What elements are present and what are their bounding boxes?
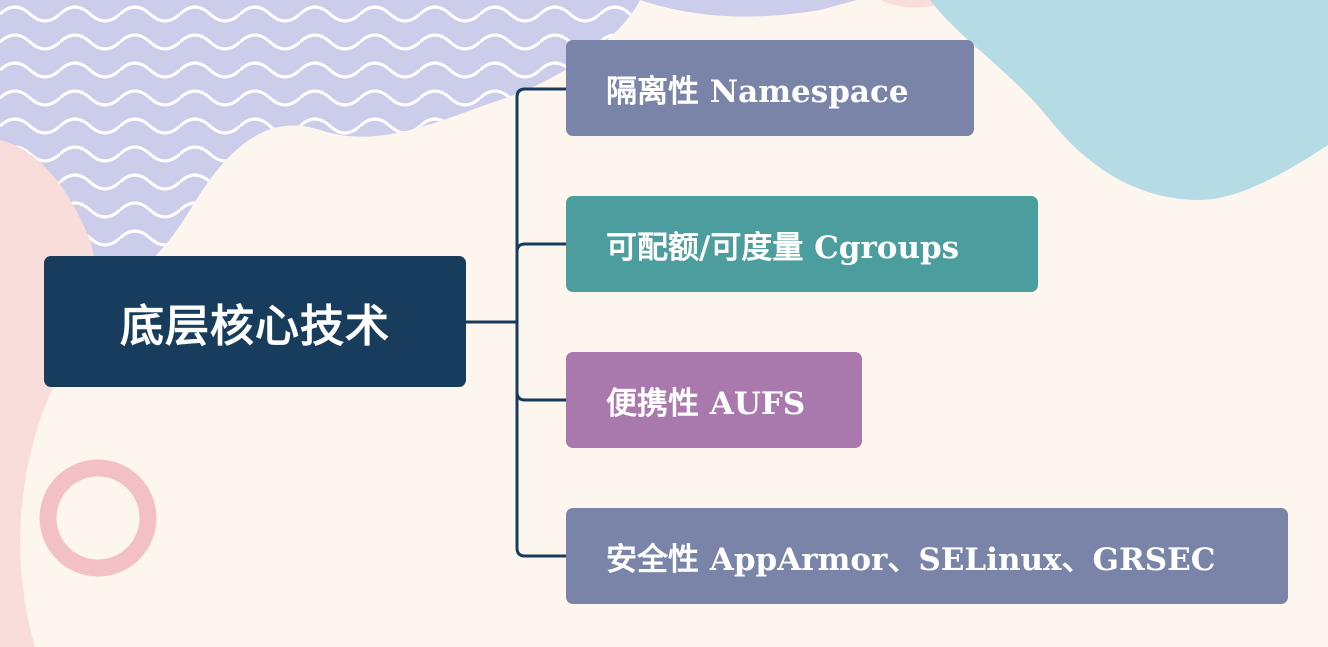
- lavender-swirl: [640, 0, 900, 17]
- branch-label: 可配额/可度量 Cgroups: [606, 229, 960, 266]
- branch-node-namespace: 隔离性 Namespace: [566, 40, 974, 136]
- pink-ring: [39, 459, 157, 577]
- root-label: 底层核心技术: [120, 300, 390, 352]
- branch-label: 隔离性 Namespace: [606, 73, 909, 110]
- blue-blob: [930, 0, 1328, 200]
- root-node: 底层核心技术: [44, 256, 466, 387]
- branch-node-security: 安全性 AppArmor、SELinux、GRSEC: [566, 508, 1288, 604]
- branch-label: 便携性 AUFS: [606, 385, 806, 422]
- branch-node-cgroups: 可配额/可度量 Cgroups: [566, 196, 1038, 292]
- branch-node-aufs: 便携性 AUFS: [566, 352, 862, 448]
- branch-label: 安全性 AppArmor、SELinux、GRSEC: [606, 541, 1216, 578]
